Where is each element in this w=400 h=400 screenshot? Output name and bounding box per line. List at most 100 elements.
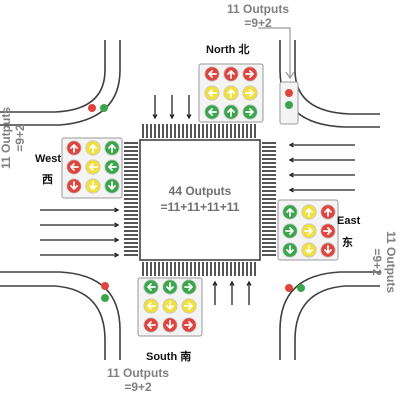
crosswalk-stripe-east (262, 218, 276, 220)
lane-arrow-south-0-head (212, 280, 218, 286)
crosswalk-stripe-west (124, 230, 138, 232)
crosswalk-stripe-east (262, 246, 276, 248)
crosswalk-stripe-west (124, 246, 138, 248)
south-signal-lamp-arrow-icon (184, 283, 193, 291)
crosswalk-stripe-west (124, 226, 138, 228)
north-outputs-label: 11 Outputs =9+2 (218, 2, 298, 30)
lane-arrow-east-3-head (288, 187, 294, 193)
crosswalk-stripe-south (178, 262, 180, 276)
crosswalk-stripe-west (124, 166, 138, 168)
south-signal-lamp-arrow-icon (166, 282, 174, 291)
crosswalk-stripe-south (142, 262, 144, 276)
crosswalk-stripe-south (182, 262, 184, 276)
west-outputs-line2: =9+2 (13, 124, 27, 152)
crosswalk-stripe-north (226, 124, 228, 138)
crosswalk-stripe-east (262, 162, 276, 164)
north-signal-lamp-arrow-icon (208, 108, 217, 116)
west-signal-lamp-arrow-icon (70, 181, 78, 190)
crosswalk-stripe-east (262, 230, 276, 232)
crosswalk-stripe-north (230, 124, 232, 138)
west-signal-lamp-arrow-icon (108, 181, 116, 190)
crosswalk-stripe-east (262, 198, 276, 200)
crosswalk-stripe-west (124, 146, 138, 148)
lane-arrow-east-2-head (288, 172, 294, 178)
crosswalk-stripe-west (124, 174, 138, 176)
north-signal-lamp-arrow-icon (227, 89, 235, 98)
crosswalk-stripe-north (254, 124, 256, 138)
crosswalk-stripe-east (262, 206, 276, 208)
crosswalk-stripe-east (262, 190, 276, 192)
crosswalk-stripe-east (262, 166, 276, 168)
crosswalk-stripe-west (124, 250, 138, 252)
crosswalk-stripe-east (262, 174, 276, 176)
north-count-connector-head (285, 71, 295, 80)
crosswalk-stripe-north (222, 124, 224, 138)
crosswalk-stripe-south (234, 262, 236, 276)
center-outputs-line2: =11+11+11+11 (160, 200, 240, 214)
crosswalk-stripe-west (124, 198, 138, 200)
crosswalk-stripe-south (162, 262, 164, 276)
lane-arrow-north-1-head (169, 114, 175, 120)
crosswalk-stripe-east (262, 250, 276, 252)
crosswalk-stripe-east (262, 182, 276, 184)
east-outputs-line1: 11 Outputs (384, 230, 398, 293)
west-outputs-label: 11 Outputs =9+2 (0, 98, 29, 178)
crosswalk-stripe-west (124, 222, 138, 224)
west-direction-label: West (35, 153, 62, 165)
crosswalk-stripe-south (242, 262, 244, 276)
south-signal-lamp-arrow-icon (147, 302, 156, 310)
crosswalk-stripe-east (262, 154, 276, 156)
crosswalk-stripe-north (178, 124, 180, 138)
crosswalk-stripe-west (124, 242, 138, 244)
south-outputs-line2: =9+2 (124, 380, 152, 394)
crosswalk-stripe-east (262, 142, 276, 144)
south-signal-lamp-arrow-icon (147, 283, 156, 291)
crosswalk-stripe-south (246, 262, 248, 276)
road-edge-nw-inner (0, 40, 106, 113)
north-signal-lamp-arrow-icon (227, 70, 235, 79)
north-count-connector (258, 27, 291, 78)
lane-arrow-west-2-head (114, 237, 120, 243)
lane-arrow-east-0-head (288, 142, 294, 148)
crosswalk-stripe-west (124, 150, 138, 152)
crosswalk-stripe-east (262, 146, 276, 148)
crosswalk-stripe-north (194, 124, 196, 138)
west-outputs-line1: 11 Outputs (0, 107, 13, 170)
crosswalk-stripe-south (150, 262, 152, 276)
crosswalk-stripe-west (124, 154, 138, 156)
east-direction-label-cn: 东 (342, 237, 353, 249)
road-edge-sw-inner (0, 285, 106, 360)
east-outputs-label: 11 Outputs =9+2 (368, 222, 398, 302)
crosswalk-stripe-north (146, 124, 148, 138)
crosswalk-stripe-west (124, 254, 138, 256)
crosswalk-stripe-east (262, 150, 276, 152)
crosswalk-stripe-west (124, 210, 138, 212)
center-outputs-label: 44 Outputs =11+11+11+11 (148, 183, 252, 215)
lane-arrow-east-1-head (288, 157, 294, 163)
crosswalk-stripe-south (238, 262, 240, 276)
crosswalk-stripe-east (262, 222, 276, 224)
crosswalk-stripe-west (124, 214, 138, 216)
north-signal-lamp-arrow-icon (245, 108, 254, 116)
east-signal-lamp-arrow-icon (285, 227, 294, 235)
crosswalk-stripe-east (262, 210, 276, 212)
crosswalk-stripe-south (174, 262, 176, 276)
crosswalk-stripe-south (218, 262, 220, 276)
crosswalk-stripe-north (142, 124, 144, 138)
crosswalk-stripe-west (124, 194, 138, 196)
crosswalk-stripe-east (262, 254, 276, 256)
crosswalk-stripe-north (166, 124, 168, 138)
center-outputs-line1: 44 Outputs (168, 184, 232, 198)
lane-arrow-north-2-head (186, 114, 192, 120)
west-signal-lamp-arrow-icon (70, 144, 78, 153)
crosswalk-stripe-north (210, 124, 212, 138)
south-signal-lamp-arrow-icon (184, 321, 193, 329)
crosswalk-stripe-west (124, 186, 138, 188)
lane-arrow-west-1-head (114, 222, 120, 228)
crosswalk-stripe-east (262, 178, 276, 180)
north-signal-lamp-arrow-icon (208, 89, 217, 97)
crosswalk-stripe-west (124, 142, 138, 144)
crosswalk-stripe-south (154, 262, 156, 276)
crosswalk-stripe-east (262, 214, 276, 216)
